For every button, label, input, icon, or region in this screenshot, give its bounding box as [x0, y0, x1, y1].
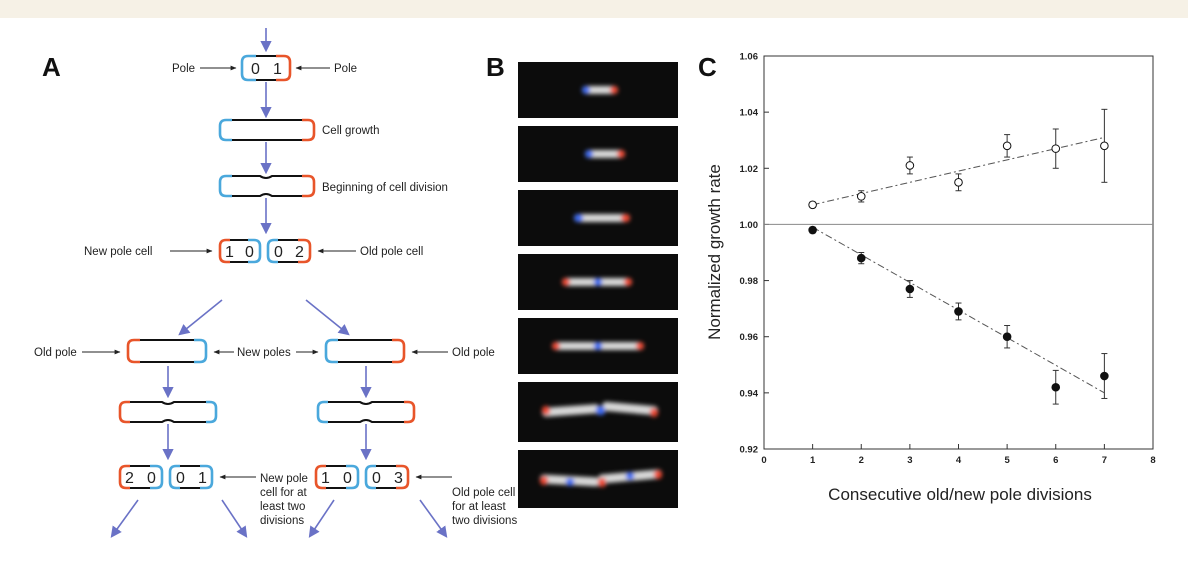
flow-arrow [110, 499, 139, 538]
open-data-point [954, 178, 963, 187]
x-tick-label: 4 [956, 455, 962, 466]
pole-label-left: Pole [172, 63, 195, 75]
old-pole-two-divisions-label: Old pole cell for at least two divisions [452, 487, 519, 527]
cell-division-diagram: 0 1 Pole Pole Cell growth Beginning of c… [34, 28, 519, 538]
trend-line [812, 136, 1105, 206]
daughter-cell-new-pole: 1 0 [218, 238, 262, 264]
y-tick-label: 0.94 [740, 388, 759, 399]
old-pole-label-right: Old pole [452, 347, 495, 359]
open-data-point [808, 200, 817, 210]
x-tick-label: 1 [810, 455, 816, 466]
pole-age: 2 [125, 470, 134, 487]
open-data-point [905, 161, 915, 170]
initial-cell: 0 1 [240, 54, 292, 82]
old-pole-label-left: Old pole [34, 347, 77, 359]
old-pole-cell-label: Old pole cell [360, 246, 423, 258]
growth-rate-chart: 0 1 2 3 4 5 6 7 8 0.92 0.94 0.96 0.98 1.00 1.02 1.04 1.0… [705, 52, 1156, 505]
panel-label-c: C [698, 52, 717, 82]
cell-growth-label: Cell growth [322, 125, 380, 137]
x-axis-title: Consecutive old/new pole divisions [828, 485, 1092, 504]
y-tick-label: 0.98 [740, 276, 759, 287]
panel-label-a: A [42, 52, 61, 82]
y-tick-label: 1.02 [740, 164, 759, 175]
filled-data-point [954, 307, 963, 316]
open-data-point [1002, 141, 1012, 151]
flow-arrow [178, 299, 223, 336]
dividing-cell-right [316, 400, 416, 424]
pole-age: 0 [343, 470, 352, 487]
filled-data-point [1100, 371, 1109, 381]
open-data-point [1100, 141, 1109, 151]
flow-arrow [221, 499, 248, 538]
pole-age: 0 [372, 470, 381, 487]
pole-age: 1 [225, 244, 234, 261]
pole-age: 3 [394, 470, 403, 487]
flow-arrow [305, 299, 350, 336]
plot-frame [763, 55, 1154, 450]
flow-arrow [419, 499, 448, 538]
pole-label-right: Pole [334, 63, 357, 75]
pole-age: 0 [245, 244, 254, 261]
x-tick-label: 5 [1004, 455, 1010, 466]
new-pole-two-divisions-label: New pole cell for at least two divisions [260, 473, 311, 527]
final-cell-1-0: 1 0 [314, 464, 360, 490]
final-cell-0-1: 0 1 [168, 464, 214, 490]
y-tick-label: 1.04 [740, 108, 759, 119]
new-poles-label: New poles [237, 347, 291, 359]
pole-age: 0 [176, 470, 185, 487]
y-axis-title: Normalized growth rate [705, 164, 724, 340]
micrograph-frame [518, 126, 678, 182]
filled-data-point [856, 253, 866, 263]
dividing-cell-left [118, 400, 218, 424]
x-tick-label: 3 [907, 455, 912, 466]
filled-data-point [905, 284, 915, 294]
micrograph-frame [518, 62, 678, 118]
pole-age: 1 [198, 470, 207, 487]
micrograph-frame [518, 318, 678, 374]
beginning-division-label: Beginning of cell division [322, 182, 448, 194]
pole-age: 1 [321, 470, 330, 487]
pole-age: 0 [147, 470, 156, 487]
flow-arrow [308, 499, 335, 538]
micrograph-frame [518, 382, 678, 442]
micrograph-frame [518, 450, 678, 508]
panel-label-b: B [486, 52, 505, 82]
micrograph-panel [518, 62, 678, 508]
x-tick-label: 7 [1102, 455, 1107, 466]
filled-data-point [808, 225, 817, 235]
x-tick-label: 6 [1053, 455, 1058, 466]
pole-age: 0 [274, 244, 283, 261]
pole-age: 2 [295, 244, 304, 261]
y-tick-label: 0.92 [740, 445, 759, 456]
top-band [0, 0, 1188, 18]
y-tick-label: 1.00 [740, 220, 759, 231]
x-tick-label: 2 [859, 455, 864, 466]
micrograph-frame [518, 254, 678, 310]
open-data-point [1051, 144, 1061, 153]
x-tick-label: 8 [1150, 455, 1155, 466]
dividing-cell [218, 174, 316, 198]
new-pole-cell-label: New pole cell [84, 246, 152, 258]
micrograph-frame [518, 190, 678, 246]
final-cell-2-0: 2 0 [118, 464, 164, 490]
grown-cell-right [324, 338, 406, 364]
x-tick-label: 0 [761, 455, 766, 466]
open-data-point [856, 192, 866, 201]
pole-age: 1 [273, 61, 282, 78]
y-tick-label: 1.06 [740, 52, 759, 63]
filled-data-point [1002, 332, 1012, 342]
growing-cell [218, 118, 316, 142]
daughter-cell-old-pole: 0 2 [266, 238, 312, 264]
y-tick-label: 0.96 [740, 332, 759, 343]
grown-cell-left [126, 338, 208, 364]
final-cell-0-3: 0 3 [364, 464, 410, 490]
pole-age: 0 [251, 61, 260, 78]
filled-data-point [1051, 382, 1061, 392]
